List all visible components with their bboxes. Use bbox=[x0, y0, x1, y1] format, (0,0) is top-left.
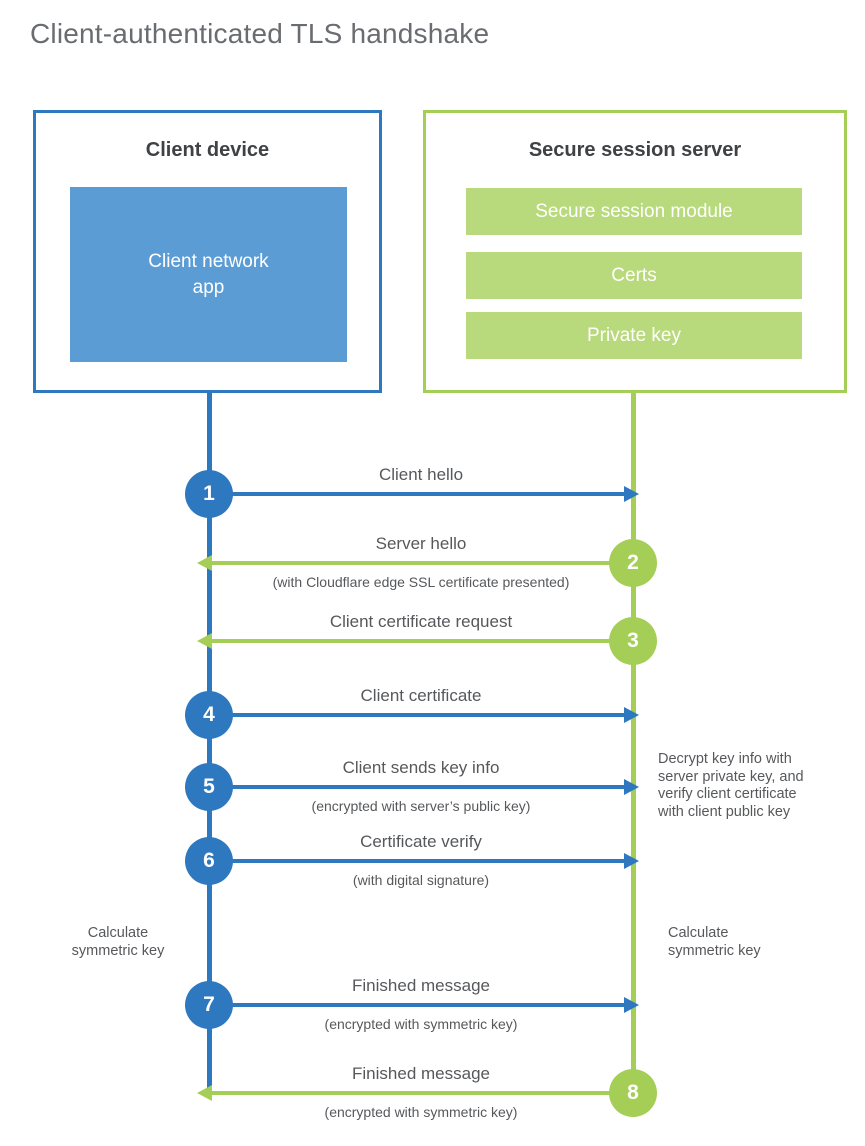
arrowhead-left-icon bbox=[197, 633, 212, 649]
server-module-bar: Secure session module bbox=[466, 188, 802, 235]
step-circle: 7 bbox=[185, 981, 233, 1029]
step-circle: 4 bbox=[185, 691, 233, 739]
page-title: Client-authenticated TLS handshake bbox=[30, 18, 490, 49]
step-arrow bbox=[209, 1003, 633, 1007]
client-network-app-box: Client network app bbox=[70, 187, 347, 362]
arrowhead-left-icon bbox=[197, 555, 212, 571]
note-calculate-symmetric-key-server: Calculate symmetric key bbox=[668, 925, 761, 959]
step-sublabel: (encrypted with symmetric key) bbox=[324, 1016, 518, 1032]
arrowhead-right-icon bbox=[624, 779, 639, 795]
server-module-bar: Private key bbox=[466, 312, 802, 359]
step-arrow bbox=[209, 561, 633, 565]
step-label: Finished message bbox=[352, 1064, 490, 1083]
arrowhead-right-icon bbox=[624, 997, 639, 1013]
step-circle: 2 bbox=[609, 539, 657, 587]
arrowhead-right-icon bbox=[624, 707, 639, 723]
server-heading: Secure session server bbox=[528, 139, 742, 161]
step-circle: 6 bbox=[185, 837, 233, 885]
step-label: Client certificate request bbox=[329, 612, 513, 631]
step-sublabel: (with digital signature) bbox=[352, 872, 490, 888]
arrowhead-right-icon bbox=[624, 853, 639, 869]
arrowhead-right-icon bbox=[624, 486, 639, 502]
step-circle: 3 bbox=[609, 617, 657, 665]
step-sublabel: (encrypted with symmetric key) bbox=[324, 1104, 518, 1120]
step-arrow bbox=[209, 859, 633, 863]
step-arrow bbox=[209, 785, 633, 789]
server-lifeline bbox=[631, 393, 636, 1093]
step-arrow bbox=[209, 713, 633, 717]
step-sublabel: (with Cloudflare edge SSL certificate pr… bbox=[272, 574, 570, 590]
secure-session-server-box: Secure session server Secure session mod… bbox=[423, 110, 847, 393]
client-device-box: Client device Client network app bbox=[33, 110, 382, 393]
step-label: Finished message bbox=[352, 976, 490, 995]
note-calculate-symmetric-key-client: Calculate symmetric key bbox=[71, 925, 165, 959]
step-circle: 1 bbox=[185, 470, 233, 518]
step-sublabel: (encrypted with server’s public key) bbox=[311, 798, 531, 814]
step-label: Client hello bbox=[378, 465, 464, 484]
server-module-bar: Certs bbox=[466, 252, 802, 299]
client-device-heading: Client device bbox=[145, 139, 270, 161]
step-circle: 5 bbox=[185, 763, 233, 811]
step-arrow bbox=[209, 639, 633, 643]
step-label: Certificate verify bbox=[360, 832, 482, 851]
note-decrypt-key-info: Decrypt key info with server private key… bbox=[658, 751, 804, 820]
step-arrow bbox=[209, 1091, 633, 1095]
step-label: Server hello bbox=[375, 534, 467, 553]
arrowhead-left-icon bbox=[197, 1085, 212, 1101]
step-circle: 8 bbox=[609, 1069, 657, 1117]
step-arrow bbox=[209, 492, 633, 496]
step-label: Client certificate bbox=[360, 686, 482, 705]
step-label: Client sends key info bbox=[342, 758, 500, 777]
client-lifeline bbox=[207, 393, 212, 1093]
